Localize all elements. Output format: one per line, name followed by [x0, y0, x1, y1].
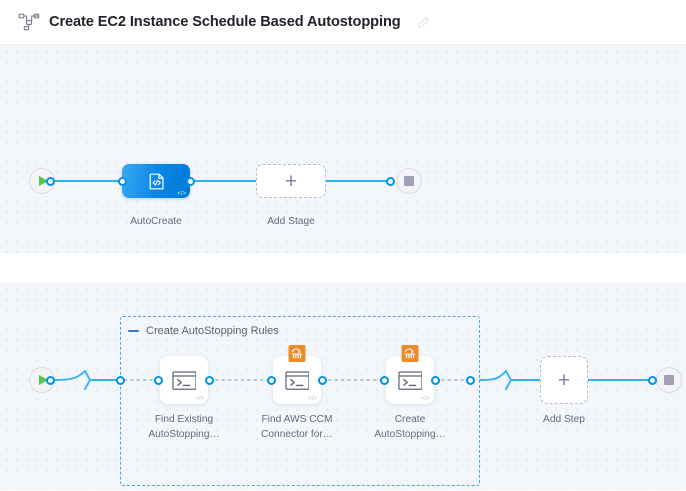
stage-connectors	[50, 180, 390, 182]
stage-input-port[interactable]	[118, 176, 127, 186]
step-2-code-tag: </>	[308, 396, 317, 402]
step-3-label-line1: Create	[394, 414, 426, 425]
shell-terminal-icon	[284, 370, 310, 390]
page-header: Create EC2 Instance Schedule Based Autos…	[0, 0, 686, 45]
page-title: Create EC2 Instance Schedule Based Autos…	[49, 14, 401, 30]
pipeline-start-node[interactable]	[29, 168, 55, 194]
play-icon	[39, 375, 48, 385]
template-code-icon	[147, 172, 166, 191]
step-1-output-port[interactable]	[205, 375, 214, 385]
edit-pencil-icon[interactable]	[417, 16, 430, 29]
step-3-label-line2: AutoStopping…	[374, 428, 446, 440]
plus-icon: +	[557, 368, 571, 392]
stop-icon	[404, 176, 414, 186]
shell-terminal-icon	[397, 370, 423, 390]
step-1-input-port[interactable]	[154, 375, 163, 385]
stage-canvas[interactable]: </> AutoCreate + Add Stage	[0, 45, 686, 253]
step-1-code-tag: </>	[195, 396, 204, 402]
pipeline-end-node[interactable]	[396, 168, 422, 194]
stage-start-output-port[interactable]	[46, 375, 55, 385]
pipeline-end-port[interactable]	[386, 176, 395, 186]
play-icon	[39, 176, 48, 186]
step-2-output-port[interactable]	[318, 375, 327, 385]
step-2-label-line2: Connector for…	[261, 428, 333, 440]
step-2-label: Find AWS CCM Connector for…	[249, 413, 345, 442]
step-node-create-autostopping[interactable]: </>	[386, 345, 434, 404]
step-canvas[interactable]: Create AutoStopping Rules	[0, 283, 686, 490]
shell-terminal-icon	[171, 370, 197, 390]
stage-node-autocreate[interactable]: </>	[122, 164, 190, 198]
stage-code-tag: </>	[177, 191, 186, 197]
step-group-title: Create AutoStopping Rules	[146, 325, 279, 337]
aws-icon	[401, 345, 419, 362]
step-2-label-line1: Find AWS CCM	[261, 414, 333, 425]
canvas-divider	[0, 253, 686, 283]
aws-icon	[288, 345, 306, 362]
step-3-label: Create AutoStopping…	[362, 413, 458, 442]
add-step-label: Add Step	[543, 414, 585, 425]
step-1-label: Find Existing AutoStopping…	[136, 413, 232, 442]
add-stage-button[interactable]: +	[256, 164, 326, 198]
minus-icon[interactable]	[128, 330, 139, 332]
stage-label-autocreate: AutoCreate	[130, 216, 182, 227]
step-node-find-aws-ccm-connector[interactable]: </>	[273, 345, 321, 404]
stop-icon	[664, 375, 674, 385]
step-2-input-port[interactable]	[267, 375, 276, 385]
step-group-container[interactable]	[120, 316, 480, 486]
step-connectors	[49, 370, 653, 390]
step-1-label-line1: Find Existing	[154, 414, 214, 425]
start-output-port[interactable]	[46, 176, 55, 186]
stage-end-node[interactable]	[656, 367, 682, 393]
stage-end-port[interactable]	[648, 375, 657, 385]
add-step-button[interactable]: +	[540, 356, 588, 404]
group-output-port[interactable]	[466, 375, 475, 385]
step-3-output-port[interactable]	[431, 375, 440, 385]
step-3-input-port[interactable]	[380, 375, 389, 385]
step-node-find-existing-autostopping[interactable]: </>	[160, 356, 208, 404]
step-group-header[interactable]: Create AutoStopping Rules	[128, 325, 279, 337]
step-1-label-line2: AutoStopping…	[148, 428, 220, 440]
step-3-code-tag: </>	[421, 396, 430, 402]
group-input-port[interactable]	[116, 375, 125, 385]
plus-icon: +	[284, 169, 298, 193]
pipeline-icon	[18, 12, 40, 32]
stage-output-port[interactable]	[186, 176, 195, 186]
add-stage-label: Add Stage	[267, 216, 315, 227]
